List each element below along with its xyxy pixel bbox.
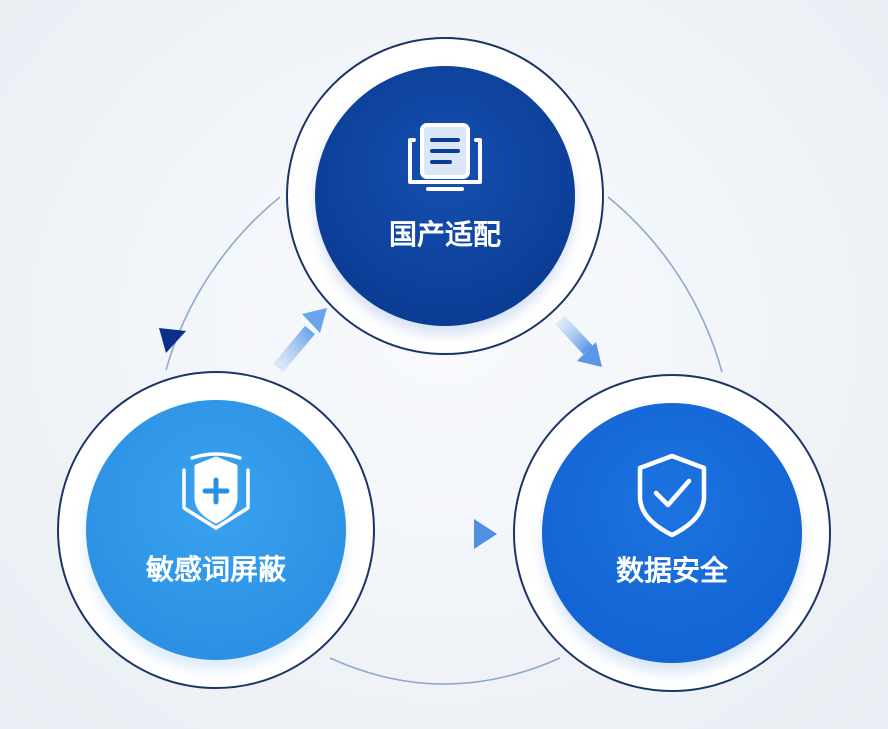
node-right-label: 数据安全 [616,554,729,587]
arc-top-right [607,196,723,373]
flow-arrow-left-to-right [392,519,497,549]
flow-arrow-left-to-top [273,308,327,373]
monitor-document-icon [408,123,482,191]
flow-arrow-top-to-right [555,315,602,367]
arrowhead-icon [159,328,186,353]
arc-left-top [165,196,281,371]
shield-check-icon [637,453,707,538]
arc-bottom [329,657,561,685]
node-top: 国产适配 [286,37,604,355]
connector-arcs [165,196,723,685]
shield-plus-book-icon [182,452,250,530]
node-left-label: 敏感词屏蔽 [145,553,287,586]
node-top-label: 国产适配 [389,218,501,251]
node-left: 敏感词屏蔽 [57,371,375,689]
node-right: 数据安全 [513,374,831,692]
